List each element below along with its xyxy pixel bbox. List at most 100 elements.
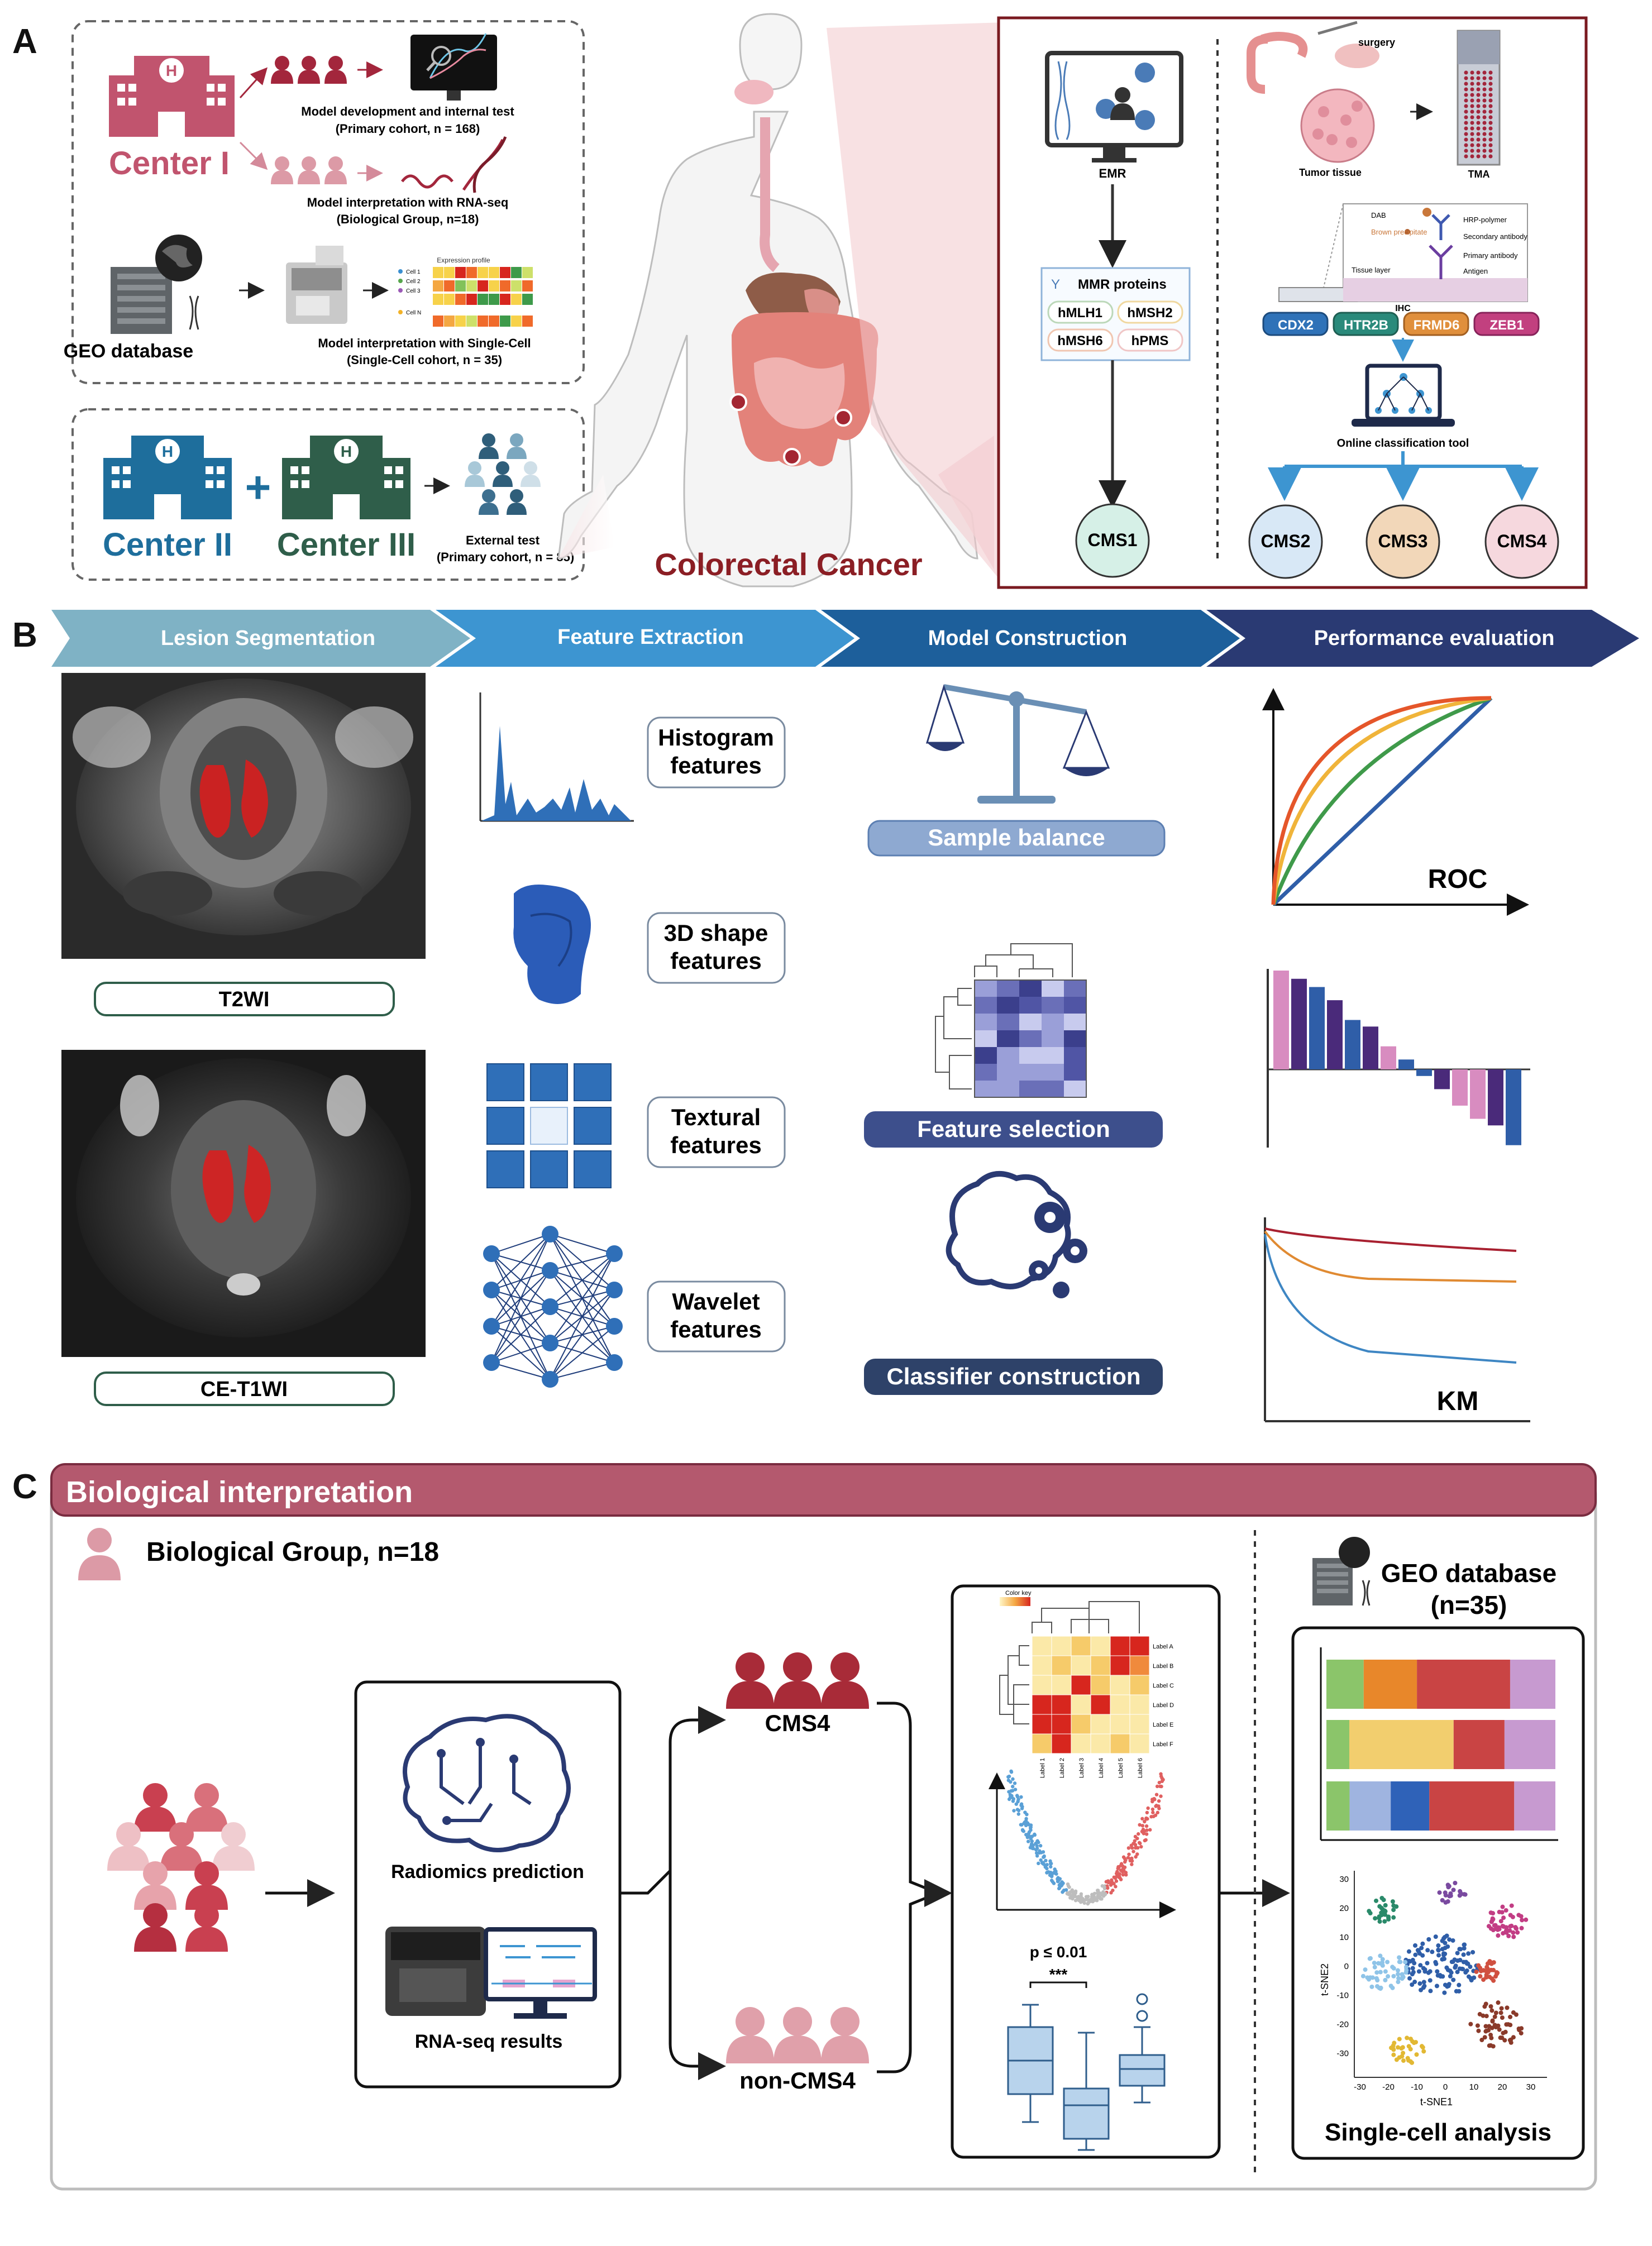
volcano-point xyxy=(1157,1804,1161,1808)
bio-group-person-icon xyxy=(78,1528,121,1580)
volcano-point xyxy=(1087,1900,1091,1905)
heatmap-row-label: Label B xyxy=(1153,1663,1173,1670)
tsne-point xyxy=(1455,1970,1460,1975)
volcano-point xyxy=(1045,1863,1049,1867)
plus-sign: + xyxy=(245,462,271,512)
tma-core xyxy=(1482,137,1487,142)
tma-core xyxy=(1488,132,1493,136)
tma-core xyxy=(1470,137,1474,142)
volcano-point xyxy=(1101,1890,1105,1894)
ihc-secondary: Secondary antibody xyxy=(1463,232,1527,241)
tma-core xyxy=(1470,132,1474,136)
tsne-y-tick: 10 xyxy=(1339,1933,1349,1942)
tsne-point xyxy=(1493,2025,1498,2030)
colon-surgery-icon xyxy=(1247,21,1379,94)
tma-core xyxy=(1482,76,1487,80)
importance-bar xyxy=(1273,971,1289,1069)
volcano-point xyxy=(1159,1774,1163,1779)
nn-edge xyxy=(491,1234,551,1291)
tsne-x-tick: 20 xyxy=(1498,2082,1507,2092)
volcano-point xyxy=(1144,1816,1148,1820)
texture-cell xyxy=(530,1063,568,1101)
fs-heat-cell xyxy=(997,1081,1019,1097)
tsne-point xyxy=(1468,1964,1473,1969)
tsne-point xyxy=(1487,1975,1492,1980)
volcano-point xyxy=(1079,1900,1083,1904)
ihc-label: IHC xyxy=(1395,304,1411,313)
volcano-point xyxy=(1007,1790,1011,1794)
corr-cell xyxy=(1090,1733,1111,1754)
tma-core xyxy=(1488,87,1493,92)
tsne-point xyxy=(1505,2005,1510,2010)
tsne-point xyxy=(1421,1985,1426,1990)
tsne-point xyxy=(1378,1970,1383,1975)
fs-heat-cell xyxy=(1042,1064,1064,1081)
importance-bar xyxy=(1345,1020,1360,1069)
stacked-bar-segment xyxy=(1326,1781,1350,1831)
corr-cell xyxy=(1129,1636,1150,1656)
tsne-point xyxy=(1484,2014,1489,2019)
heatmap-col-label: Label 2 xyxy=(1059,1758,1066,1778)
volcano-point xyxy=(1056,1876,1060,1880)
tsne-point xyxy=(1498,1919,1503,1924)
expr-cell xyxy=(522,267,533,278)
volcano-point xyxy=(1092,1891,1097,1895)
tumor-tissue-icon xyxy=(1300,88,1375,163)
tsne-point xyxy=(1454,1989,1459,1994)
expr-cell xyxy=(489,280,499,291)
tma-core xyxy=(1488,82,1493,86)
tsne-point xyxy=(1414,2052,1419,2057)
feature-selection-pill xyxy=(864,1111,1163,1148)
tsne-point xyxy=(1386,1974,1391,1979)
tsne-point xyxy=(1482,2004,1487,2009)
mmr-hmsh6: hMSH6 xyxy=(1057,333,1102,348)
corr-cell xyxy=(1110,1714,1130,1734)
tma-core xyxy=(1464,126,1468,131)
tsne-point xyxy=(1489,2025,1495,2030)
geo-db-text-a: GEO database xyxy=(64,341,193,362)
expr-cell xyxy=(489,267,499,278)
center3-label: Center III xyxy=(277,527,416,563)
svg-text:H: H xyxy=(166,62,177,79)
cohort-person-head xyxy=(194,1861,219,1886)
cms1-label: CMS1 xyxy=(1088,530,1138,550)
tma-core xyxy=(1476,93,1481,97)
tsne-point xyxy=(1487,2043,1492,2048)
nn-edge xyxy=(491,1234,551,1363)
panel-a-letter: A xyxy=(12,22,37,61)
cet1wi-label: CE-T1WI xyxy=(200,1378,288,1401)
fs-heat-cell xyxy=(1042,1081,1064,1097)
tma-core xyxy=(1488,76,1493,80)
tsne-point xyxy=(1416,1969,1421,1974)
expr-cell xyxy=(466,294,477,305)
tsne-point xyxy=(1401,2058,1406,2063)
expr-cell xyxy=(511,267,522,278)
radiomics-rnaseq-box xyxy=(354,1680,622,2089)
volcano-point xyxy=(1011,1799,1015,1803)
tsne-x-tick: -10 xyxy=(1411,2082,1423,2092)
volcano-point xyxy=(1029,1825,1033,1829)
tsne-point xyxy=(1442,1935,1447,1940)
tsne-point xyxy=(1489,2008,1495,2013)
mri-t2wi-image xyxy=(61,673,426,959)
nn-edge xyxy=(550,1253,615,1271)
tsne-point xyxy=(1380,1963,1385,1968)
tsne-point xyxy=(1441,1953,1446,1958)
volcano-point xyxy=(1155,1784,1159,1789)
stacked-bar-segment xyxy=(1417,1660,1510,1709)
volcano-point xyxy=(1053,1867,1057,1871)
tsne-point xyxy=(1447,1937,1452,1942)
marker-zeb1: ZEB1 xyxy=(1489,318,1524,333)
tma-core xyxy=(1464,87,1468,92)
tsne-point xyxy=(1468,2022,1473,2027)
tsne-point xyxy=(1524,1917,1529,1922)
volcano-point xyxy=(1023,1810,1027,1814)
3d-shape-icon xyxy=(513,885,591,1004)
fs-heat-cell xyxy=(1064,1030,1086,1047)
corr-cell xyxy=(1090,1655,1111,1676)
corr-cell xyxy=(1051,1714,1072,1734)
corr-dendro-left xyxy=(999,1645,1029,1724)
tsne-point xyxy=(1410,1982,1415,1987)
fs-heat-cell xyxy=(1042,997,1064,1014)
expr-cell xyxy=(500,267,510,278)
